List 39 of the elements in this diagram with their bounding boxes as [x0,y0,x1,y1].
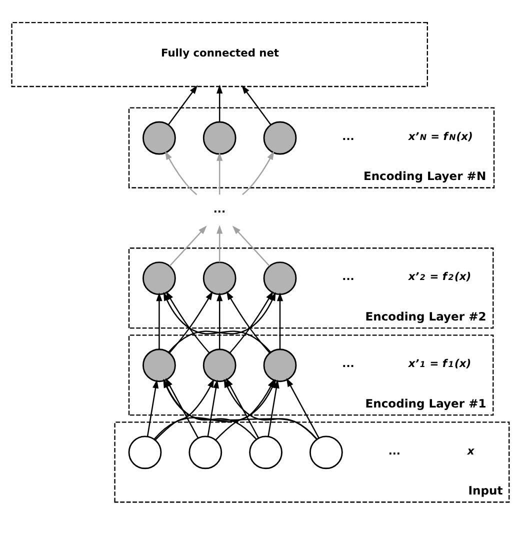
arrow [242,84,272,125]
arrow [169,225,207,266]
node-circle [202,261,236,295]
node-circle [142,261,176,295]
node-circle [309,435,343,469]
node-circle [142,120,176,154]
node-circle [249,435,282,469]
arrow [232,225,270,266]
arrow [168,84,198,125]
node-circle [202,120,236,154]
arrow [276,292,284,349]
label: x’2 = f2(x) [408,270,472,283]
label: ... [342,129,354,142]
arrow [242,150,274,195]
label: ... [342,270,354,283]
node-circle [128,435,162,469]
arrow [146,379,159,436]
label: ... [342,356,354,370]
arrow [156,292,162,349]
node-circle [263,348,297,382]
arrow [216,152,223,194]
node-text: ... [213,202,226,216]
label: x’N = fN(x) [408,129,473,142]
node-circle [263,261,297,295]
node-circle [263,120,297,154]
label: x’1 = f1(x) [408,356,472,370]
node-box: Fully connected net [11,21,428,87]
arrow [216,224,223,262]
arrow [226,377,259,438]
label: x [467,444,474,457]
arrow [165,150,198,195]
label: ... [388,444,400,457]
arrow [207,379,219,436]
node-circle [142,348,176,382]
node-circle [188,435,222,469]
node-circle [202,348,236,382]
arrow [286,377,320,438]
arrow [216,292,223,349]
arrow [216,84,223,122]
